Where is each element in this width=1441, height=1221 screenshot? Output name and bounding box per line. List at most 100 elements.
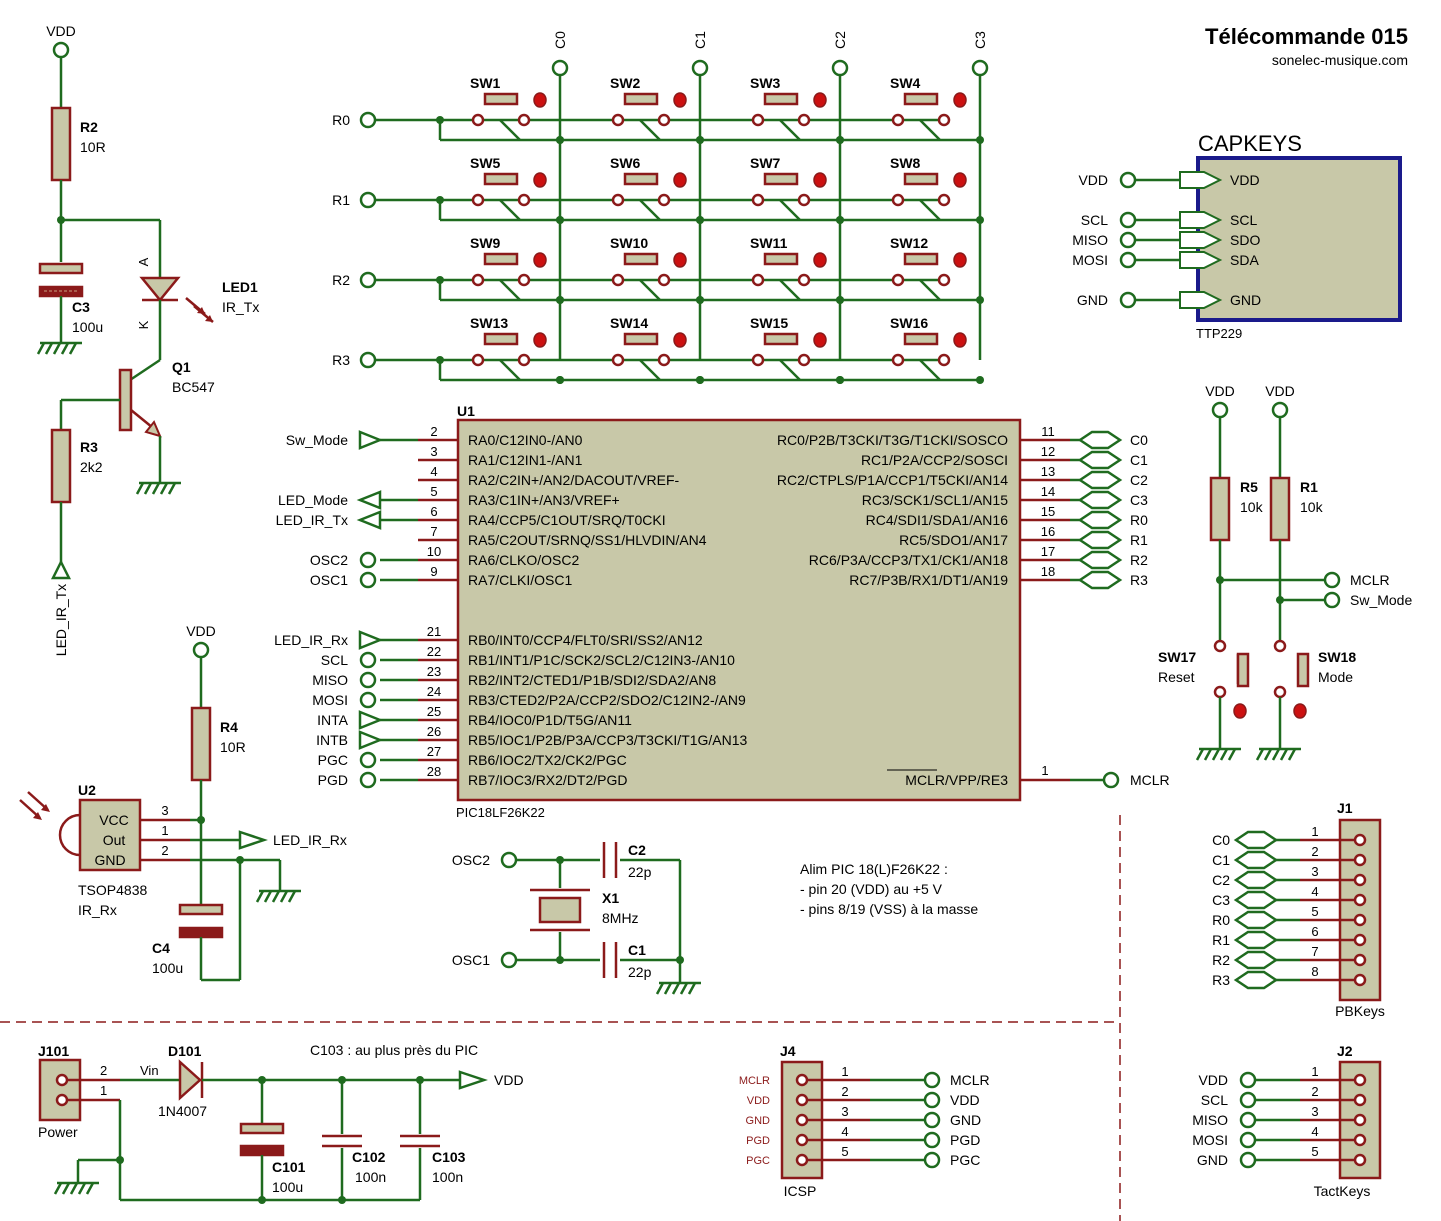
- bidir-port-icon: [1077, 490, 1123, 510]
- diode-icon: [178, 1059, 202, 1101]
- net-label: MISO: [1192, 1112, 1228, 1128]
- j4-label: ICSP: [784, 1183, 817, 1199]
- keypad-switch: SW2: [610, 75, 687, 127]
- net-terminal: [1239, 1091, 1257, 1109]
- net-label: LED_Mode: [278, 492, 348, 508]
- keypad-switch: SW8: [890, 155, 967, 207]
- mclr-net: MCLR: [1350, 572, 1390, 588]
- pin-number: 3: [841, 1104, 848, 1119]
- capkeys-pin-name: SDA: [1230, 252, 1259, 268]
- pin-name: PGD: [746, 1135, 770, 1147]
- pin-number: 13: [1041, 464, 1055, 479]
- row-label: R1: [332, 192, 350, 208]
- net-terminal: [1239, 1151, 1257, 1169]
- net-label: GND: [950, 1112, 981, 1128]
- c3-value: 100u: [72, 319, 103, 335]
- vdd-terminal: [192, 641, 210, 659]
- net-label: C0: [1130, 432, 1148, 448]
- vdd-net: VDD: [494, 1072, 524, 1088]
- net-terminal: [551, 59, 569, 77]
- bidir-port-icon: [1077, 530, 1123, 550]
- osc1-net: OSC1: [452, 952, 490, 968]
- pin-number: 22: [427, 644, 441, 659]
- pin-name: RC0/P2B/T3CKI/T3G/T1CKI/SOSCO: [777, 432, 1008, 448]
- capkeys-body: [1196, 156, 1402, 322]
- r4-ref: R4: [220, 719, 238, 735]
- net-label: R0: [1130, 512, 1148, 528]
- bidir-port-icon: [1233, 970, 1279, 990]
- c101-value: 100u: [272, 1179, 303, 1195]
- vdd-label: VDD: [186, 623, 216, 639]
- pin-name: RC5/SDO1/AN17: [899, 532, 1008, 548]
- bidir-port-icon: [1233, 850, 1279, 870]
- r3-ref: R3: [80, 439, 98, 455]
- pin-number: 1: [1311, 824, 1318, 839]
- note-alim-line3: - pins 8/19 (VSS) à la masse: [800, 901, 978, 917]
- osc2-net: OSC2: [452, 852, 490, 868]
- net-terminal: [1119, 211, 1137, 229]
- net-label: PGC: [318, 752, 348, 768]
- c2-ref: C2: [628, 842, 646, 858]
- pin-number: 27: [427, 744, 441, 759]
- net-label: LED_IR_Tx: [276, 512, 348, 528]
- x1-value: 8MHz: [602, 910, 639, 926]
- keypad-switch: SW12: [890, 235, 967, 287]
- c4-ref: C4: [152, 940, 170, 956]
- ground-icon: [53, 1181, 99, 1195]
- pin-number: 2: [100, 1063, 107, 1078]
- pin-name: RC7/P3B/RX1/DT1/AN19: [849, 572, 1008, 588]
- connector-j101: [38, 1058, 82, 1122]
- led1-ref: LED1: [222, 279, 258, 295]
- net-port-icon: [238, 830, 268, 850]
- net-label: C3: [1130, 492, 1148, 508]
- sheet-title: Télécommande 015: [1205, 24, 1408, 49]
- pin-number: 5: [1311, 1144, 1318, 1159]
- pin-number: 2: [161, 843, 168, 858]
- switch-ref: SW14: [610, 315, 648, 331]
- sw18-ref: SW18: [1318, 649, 1356, 665]
- switch-ref: SW4: [890, 75, 921, 91]
- keypad-switch: SW7: [750, 155, 827, 207]
- net-terminal: [923, 1151, 941, 1169]
- pin-number: 21: [427, 624, 441, 639]
- keypad-switch: SW3: [750, 75, 827, 127]
- q1-value: BC547: [172, 379, 215, 395]
- switch-ref: SW3: [750, 75, 781, 91]
- pin-name: RB2/INT2/CTED1/P1B/SDI2/SDA2/AN8: [468, 672, 716, 688]
- net-label: GND: [1077, 292, 1108, 308]
- j4-ref: J4: [780, 1043, 796, 1059]
- net-terminal: [1119, 171, 1137, 189]
- u2-pin-out: Out: [103, 832, 126, 848]
- q1-ref: Q1: [172, 359, 191, 375]
- sw18-label: Mode: [1318, 669, 1353, 685]
- net-label: MOSI: [1192, 1132, 1228, 1148]
- net-label: SCL: [1081, 212, 1108, 228]
- pin-number: 18: [1041, 564, 1055, 579]
- net-terminal: [359, 651, 377, 669]
- pin-number: 1: [841, 1064, 848, 1079]
- c102-value: 100n: [355, 1169, 386, 1185]
- keypad-switch: SW15: [750, 315, 827, 367]
- r5-ref: R5: [1240, 479, 1258, 495]
- ir-receiver-u2: [78, 798, 142, 872]
- pin-number: 26: [427, 724, 441, 739]
- net-terminal: [1239, 1111, 1257, 1129]
- power-section: J101 Power 2 1 Vin D101 1N4007 VDD C103: [38, 1042, 524, 1204]
- led-tx-section: VDD R2 10R C3 100u A K LED1 IR_Tx: [36, 23, 259, 656]
- pin-name: RB0/INT0/CCP4/FLT0/SRI/SS2/AN12: [468, 632, 703, 648]
- pin-number: 2: [1311, 1084, 1318, 1099]
- net-label: OSC1: [310, 572, 348, 588]
- pin-number: 1: [100, 1083, 107, 1098]
- net-label: MCLR: [950, 1072, 990, 1088]
- net-terminal: [359, 271, 377, 289]
- capacitor-c101: [239, 1122, 285, 1135]
- net-label: SCL: [321, 652, 348, 668]
- reset-mode-section: VDD VDD R5 10k R1 10k MCLR Sw_Mode SW17 …: [1158, 383, 1412, 761]
- pin-name: RC6/P3A/CCP3/TX1/CK1/AN18: [809, 552, 1008, 568]
- d101-value: 1N4007: [158, 1103, 207, 1119]
- switch-ref: SW5: [470, 155, 501, 171]
- vdd-terminal: [1211, 401, 1229, 419]
- website-label: sonelec-musique.com: [1272, 52, 1408, 68]
- ground-icon: [655, 981, 701, 995]
- net-label: LED_IR_Rx: [274, 632, 348, 648]
